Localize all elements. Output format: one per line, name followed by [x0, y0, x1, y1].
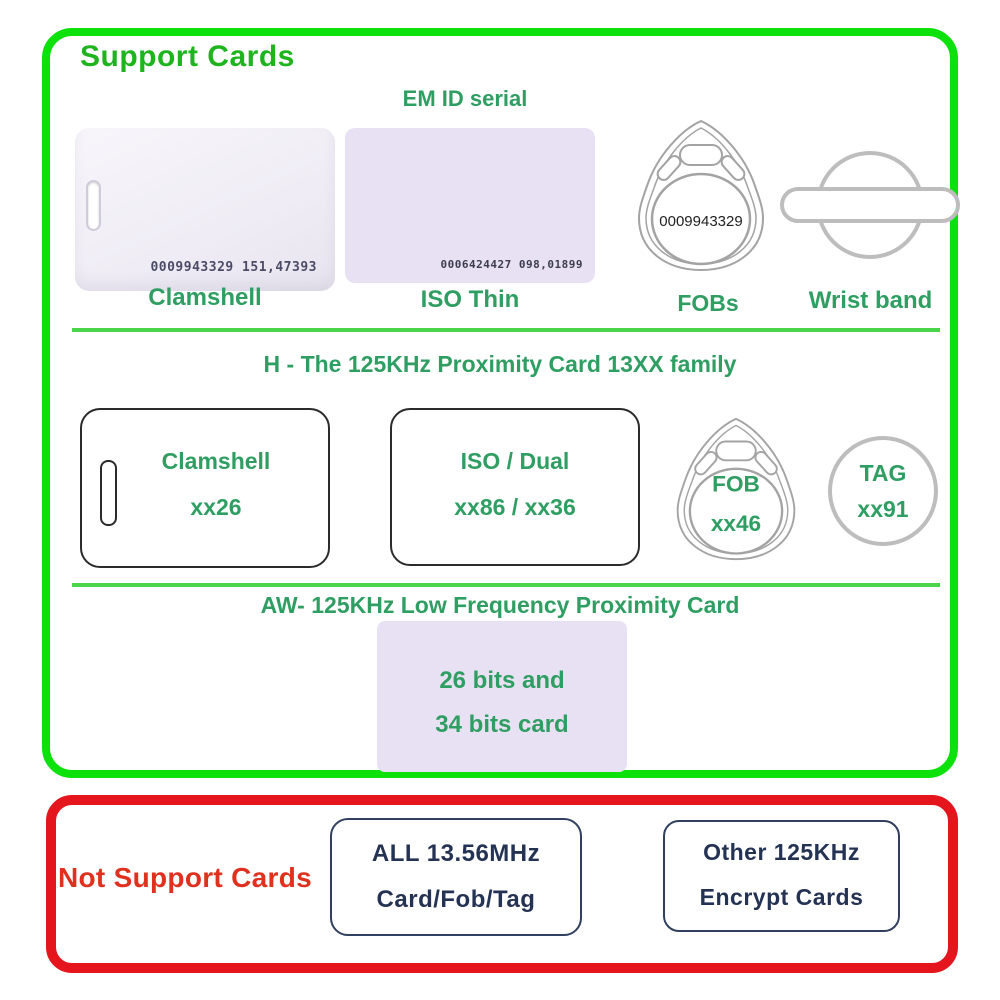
fob-serial-number: 0009943329 — [659, 213, 742, 230]
h-tag-code: xx91 — [857, 495, 909, 522]
fobs-label: FOBs — [677, 290, 739, 316]
not-support-1356mhz-line2: Card/Fob/Tag — [376, 886, 536, 913]
wrist-band-icon — [780, 151, 960, 259]
aw-card-image: 26 bits and 34 bits card — [377, 621, 627, 772]
not-support-encrypt-line2: Encrypt Cards — [699, 884, 864, 910]
h-iso-dual-code: xx86 / xx36 — [454, 494, 576, 520]
clamshell-card-image: 0009943329 151,47393 — [75, 128, 335, 291]
h-clamshell-name: Clamshell — [161, 448, 271, 474]
section-divider — [72, 583, 940, 587]
clamshell-serial-number: 0009943329 151,47393 — [150, 260, 317, 275]
h-family-heading: H - The 125KHz Proximity Card 13XX famil… — [263, 351, 737, 377]
h-clamshell-card: Clamshell xx26 — [80, 408, 330, 568]
support-title: Support Cards — [80, 40, 295, 73]
not-support-title: Not Support Cards — [58, 862, 312, 893]
aw-card-line2: 34 bits card — [435, 711, 569, 738]
h-fob-keychain-icon: FOB xx46 — [676, 417, 796, 561]
aw-heading: AW- 125KHz Low Frequency Proximity Card — [260, 592, 740, 618]
clamshell-label: Clamshell — [148, 284, 262, 311]
iso-serial-number: 0006424427 098,01899 — [440, 258, 583, 271]
clamshell-slot-hole — [88, 182, 99, 229]
h-tag-name: TAG — [859, 459, 907, 486]
iso-thin-label: ISO Thin — [420, 286, 520, 313]
h-tag-circle: TAG xx91 — [828, 436, 938, 546]
h-clamshell-code: xx26 — [190, 494, 242, 520]
h-clamshell-slot-hole — [100, 460, 117, 526]
fob-keychain-icon: 0009943329 — [637, 119, 765, 272]
aw-card-line1: 26 bits and — [439, 667, 565, 694]
em-id-serial-heading: EM ID serial — [402, 86, 528, 111]
h-fob-name: FOB — [712, 471, 760, 496]
iso-thin-card-image: 0006424427 098,01899 — [345, 128, 595, 283]
h-fob-code: xx46 — [711, 511, 761, 536]
wrist-band-label: Wrist band — [808, 287, 933, 314]
not-support-encrypt-line1: Other 125KHz — [703, 839, 860, 865]
not-support-encrypt-card: Other 125KHz Encrypt Cards — [663, 820, 900, 932]
not-support-1356mhz-card: ALL 13.56MHz Card/Fob/Tag — [330, 818, 582, 936]
section-divider — [72, 328, 940, 332]
h-iso-dual-card: ISO / Dual xx86 / xx36 — [390, 408, 640, 566]
not-support-1356mhz-line1: ALL 13.56MHz — [371, 840, 541, 867]
h-iso-dual-name: ISO / Dual — [460, 448, 570, 474]
